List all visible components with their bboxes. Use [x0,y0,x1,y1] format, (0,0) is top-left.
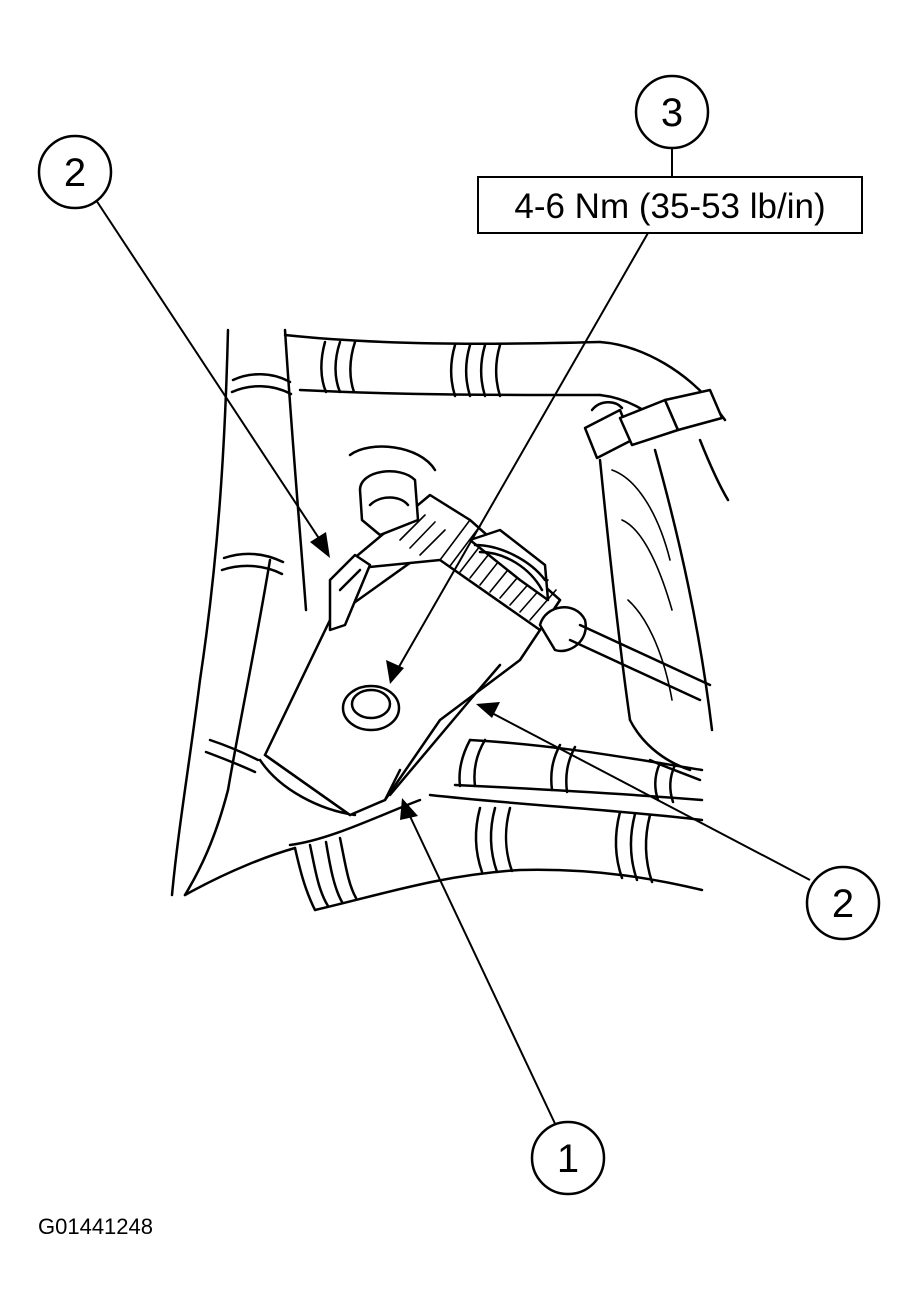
callout-3: 3 [634,74,710,150]
leader-1 [407,811,559,1131]
arrowhead-3 [386,660,404,684]
callout-1-label: 1 [557,1137,579,1181]
callout-2-right-label: 2 [832,882,854,926]
leader-lines [95,148,811,1131]
leader-2-right [489,711,811,881]
callout-3-label: 3 [661,91,683,135]
callout-1: 1 [530,1120,606,1196]
arrowhead-1 [400,798,418,820]
leader-3 [395,232,649,673]
figure-id: G01441248 [38,1214,153,1239]
arrowhead-2-right [476,702,500,718]
wiring-harness [170,328,730,912]
torque-spec-text: 4-6 Nm (35-53 lb/in) [514,187,825,226]
callout-2-left: 2 [37,134,113,210]
callout-2-left-label: 2 [64,151,86,195]
callout-2-right: 2 [805,865,881,941]
arrowhead-2-left [310,532,330,558]
module-body [263,445,712,817]
harness-clip [583,388,724,460]
torque-spec-box: 4-6 Nm (35-53 lb/in) [477,176,863,234]
leader-2-left [95,199,325,547]
